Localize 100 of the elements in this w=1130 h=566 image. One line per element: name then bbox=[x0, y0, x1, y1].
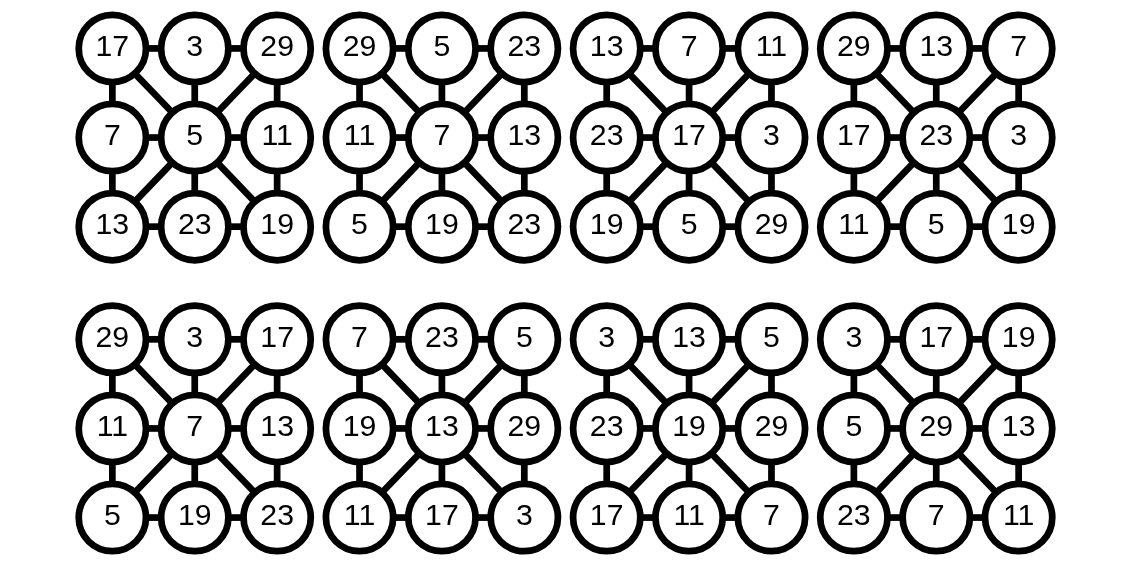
connector bbox=[873, 160, 916, 204]
connector bbox=[190, 462, 198, 484]
node-circle: 5 bbox=[157, 100, 232, 175]
connector bbox=[640, 335, 655, 343]
node-circle: 19 bbox=[157, 480, 232, 555]
connector bbox=[108, 373, 116, 395]
connector bbox=[461, 71, 504, 115]
connector bbox=[722, 134, 738, 141]
connector bbox=[1014, 171, 1022, 193]
connector bbox=[767, 373, 775, 395]
node-circle: 5 bbox=[486, 302, 561, 377]
connector bbox=[685, 171, 692, 193]
connector bbox=[108, 171, 116, 193]
connector bbox=[626, 451, 669, 495]
node-circle: 23 bbox=[486, 11, 561, 86]
node-circle: 17 bbox=[816, 100, 891, 175]
connector bbox=[602, 462, 610, 484]
connector bbox=[602, 82, 610, 104]
node-circle: 29 bbox=[898, 391, 973, 466]
connector bbox=[887, 514, 902, 521]
connector bbox=[355, 171, 363, 193]
connector bbox=[475, 223, 490, 231]
connector bbox=[273, 462, 280, 484]
connector bbox=[873, 71, 916, 115]
connector bbox=[131, 160, 175, 204]
connector bbox=[969, 335, 985, 343]
connector bbox=[145, 223, 161, 231]
connector bbox=[145, 425, 161, 432]
node-circle: 11 bbox=[816, 189, 891, 264]
node-circle: 19 bbox=[981, 302, 1056, 377]
connector bbox=[722, 514, 738, 521]
connector bbox=[850, 373, 857, 395]
node-circle: 17 bbox=[404, 480, 479, 555]
connector bbox=[602, 171, 610, 193]
node-circle: 23 bbox=[404, 302, 479, 377]
node-circle: 13 bbox=[898, 11, 973, 86]
node-circle: 23 bbox=[157, 189, 232, 264]
node-circle: 17 bbox=[898, 302, 973, 377]
node-circle: 29 bbox=[74, 302, 149, 377]
connector bbox=[379, 451, 422, 495]
connector bbox=[722, 425, 738, 432]
connector bbox=[228, 335, 243, 343]
connector bbox=[685, 462, 692, 484]
node-circle: 23 bbox=[816, 480, 891, 555]
connector bbox=[520, 82, 528, 104]
node-circle: 3 bbox=[486, 480, 561, 555]
connector bbox=[108, 82, 116, 104]
connector bbox=[131, 71, 175, 115]
connector bbox=[131, 362, 175, 406]
connector bbox=[850, 462, 857, 484]
node-circle: 11 bbox=[322, 480, 396, 555]
connector bbox=[1014, 82, 1022, 104]
connector bbox=[887, 134, 902, 141]
connector bbox=[767, 82, 775, 104]
node-circle: 3 bbox=[157, 302, 232, 377]
connector bbox=[393, 425, 408, 432]
connector bbox=[708, 160, 751, 204]
node-circle: 29 bbox=[322, 11, 396, 86]
connector bbox=[969, 45, 985, 52]
connector bbox=[379, 362, 422, 406]
connector bbox=[475, 134, 490, 141]
connector bbox=[131, 451, 175, 495]
connector bbox=[887, 45, 902, 52]
connector bbox=[393, 223, 408, 231]
connector bbox=[520, 462, 528, 484]
connector bbox=[602, 373, 610, 395]
connector bbox=[873, 362, 916, 406]
node-circle: 7 bbox=[404, 100, 479, 175]
node-circle: 11 bbox=[322, 100, 396, 175]
connector bbox=[640, 45, 655, 52]
connector bbox=[887, 223, 902, 231]
node-circle: 13 bbox=[404, 391, 479, 466]
connector bbox=[438, 373, 445, 395]
node-circle: 19 bbox=[239, 189, 314, 264]
connector bbox=[214, 451, 257, 495]
node-circle: 11 bbox=[981, 480, 1056, 555]
connector bbox=[873, 451, 916, 495]
node-circle: 13 bbox=[74, 189, 149, 264]
node-circle: 7 bbox=[734, 480, 808, 555]
node-circle: 19 bbox=[322, 391, 396, 466]
connector bbox=[461, 160, 504, 204]
connector bbox=[190, 373, 198, 395]
connector bbox=[438, 82, 445, 104]
node-circle: 7 bbox=[651, 11, 726, 86]
connector bbox=[145, 514, 161, 521]
connector bbox=[1014, 373, 1022, 395]
node-circle: 5 bbox=[898, 189, 973, 264]
connector bbox=[626, 71, 669, 115]
connector bbox=[214, 71, 257, 115]
connector bbox=[969, 134, 985, 141]
node-circle: 23 bbox=[239, 480, 314, 555]
connector bbox=[355, 373, 363, 395]
node-circle: 23 bbox=[486, 189, 561, 264]
connector bbox=[887, 425, 902, 432]
connector bbox=[969, 514, 985, 521]
connector bbox=[190, 82, 198, 104]
node-circle: 13 bbox=[569, 11, 644, 86]
node-circle: 29 bbox=[239, 11, 314, 86]
node-circle: 17 bbox=[74, 11, 149, 86]
connector bbox=[355, 462, 363, 484]
